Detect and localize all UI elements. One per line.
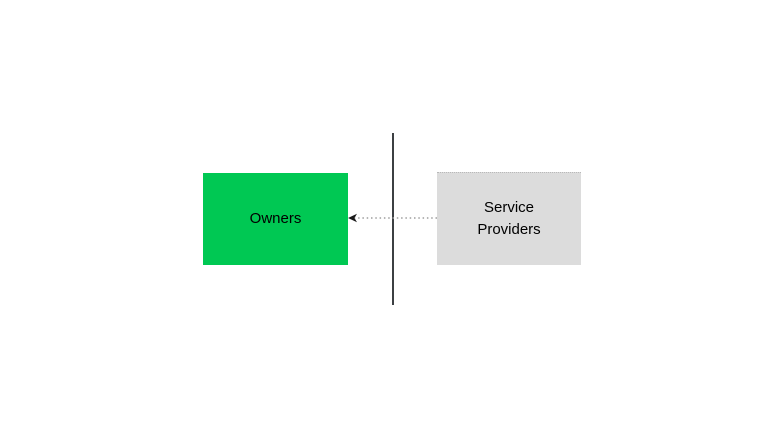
node-service-providers-label: Service Providers (477, 199, 541, 238)
arrowhead-icon (348, 213, 357, 223)
node-owners-label: Owners (249, 210, 302, 227)
node-owners[interactable]: Owners (203, 173, 348, 265)
edge-service-providers-to-owners[interactable] (345, 208, 440, 228)
node-service-providers[interactable]: Service Providers (437, 172, 581, 265)
divider-line[interactable] (392, 133, 394, 305)
